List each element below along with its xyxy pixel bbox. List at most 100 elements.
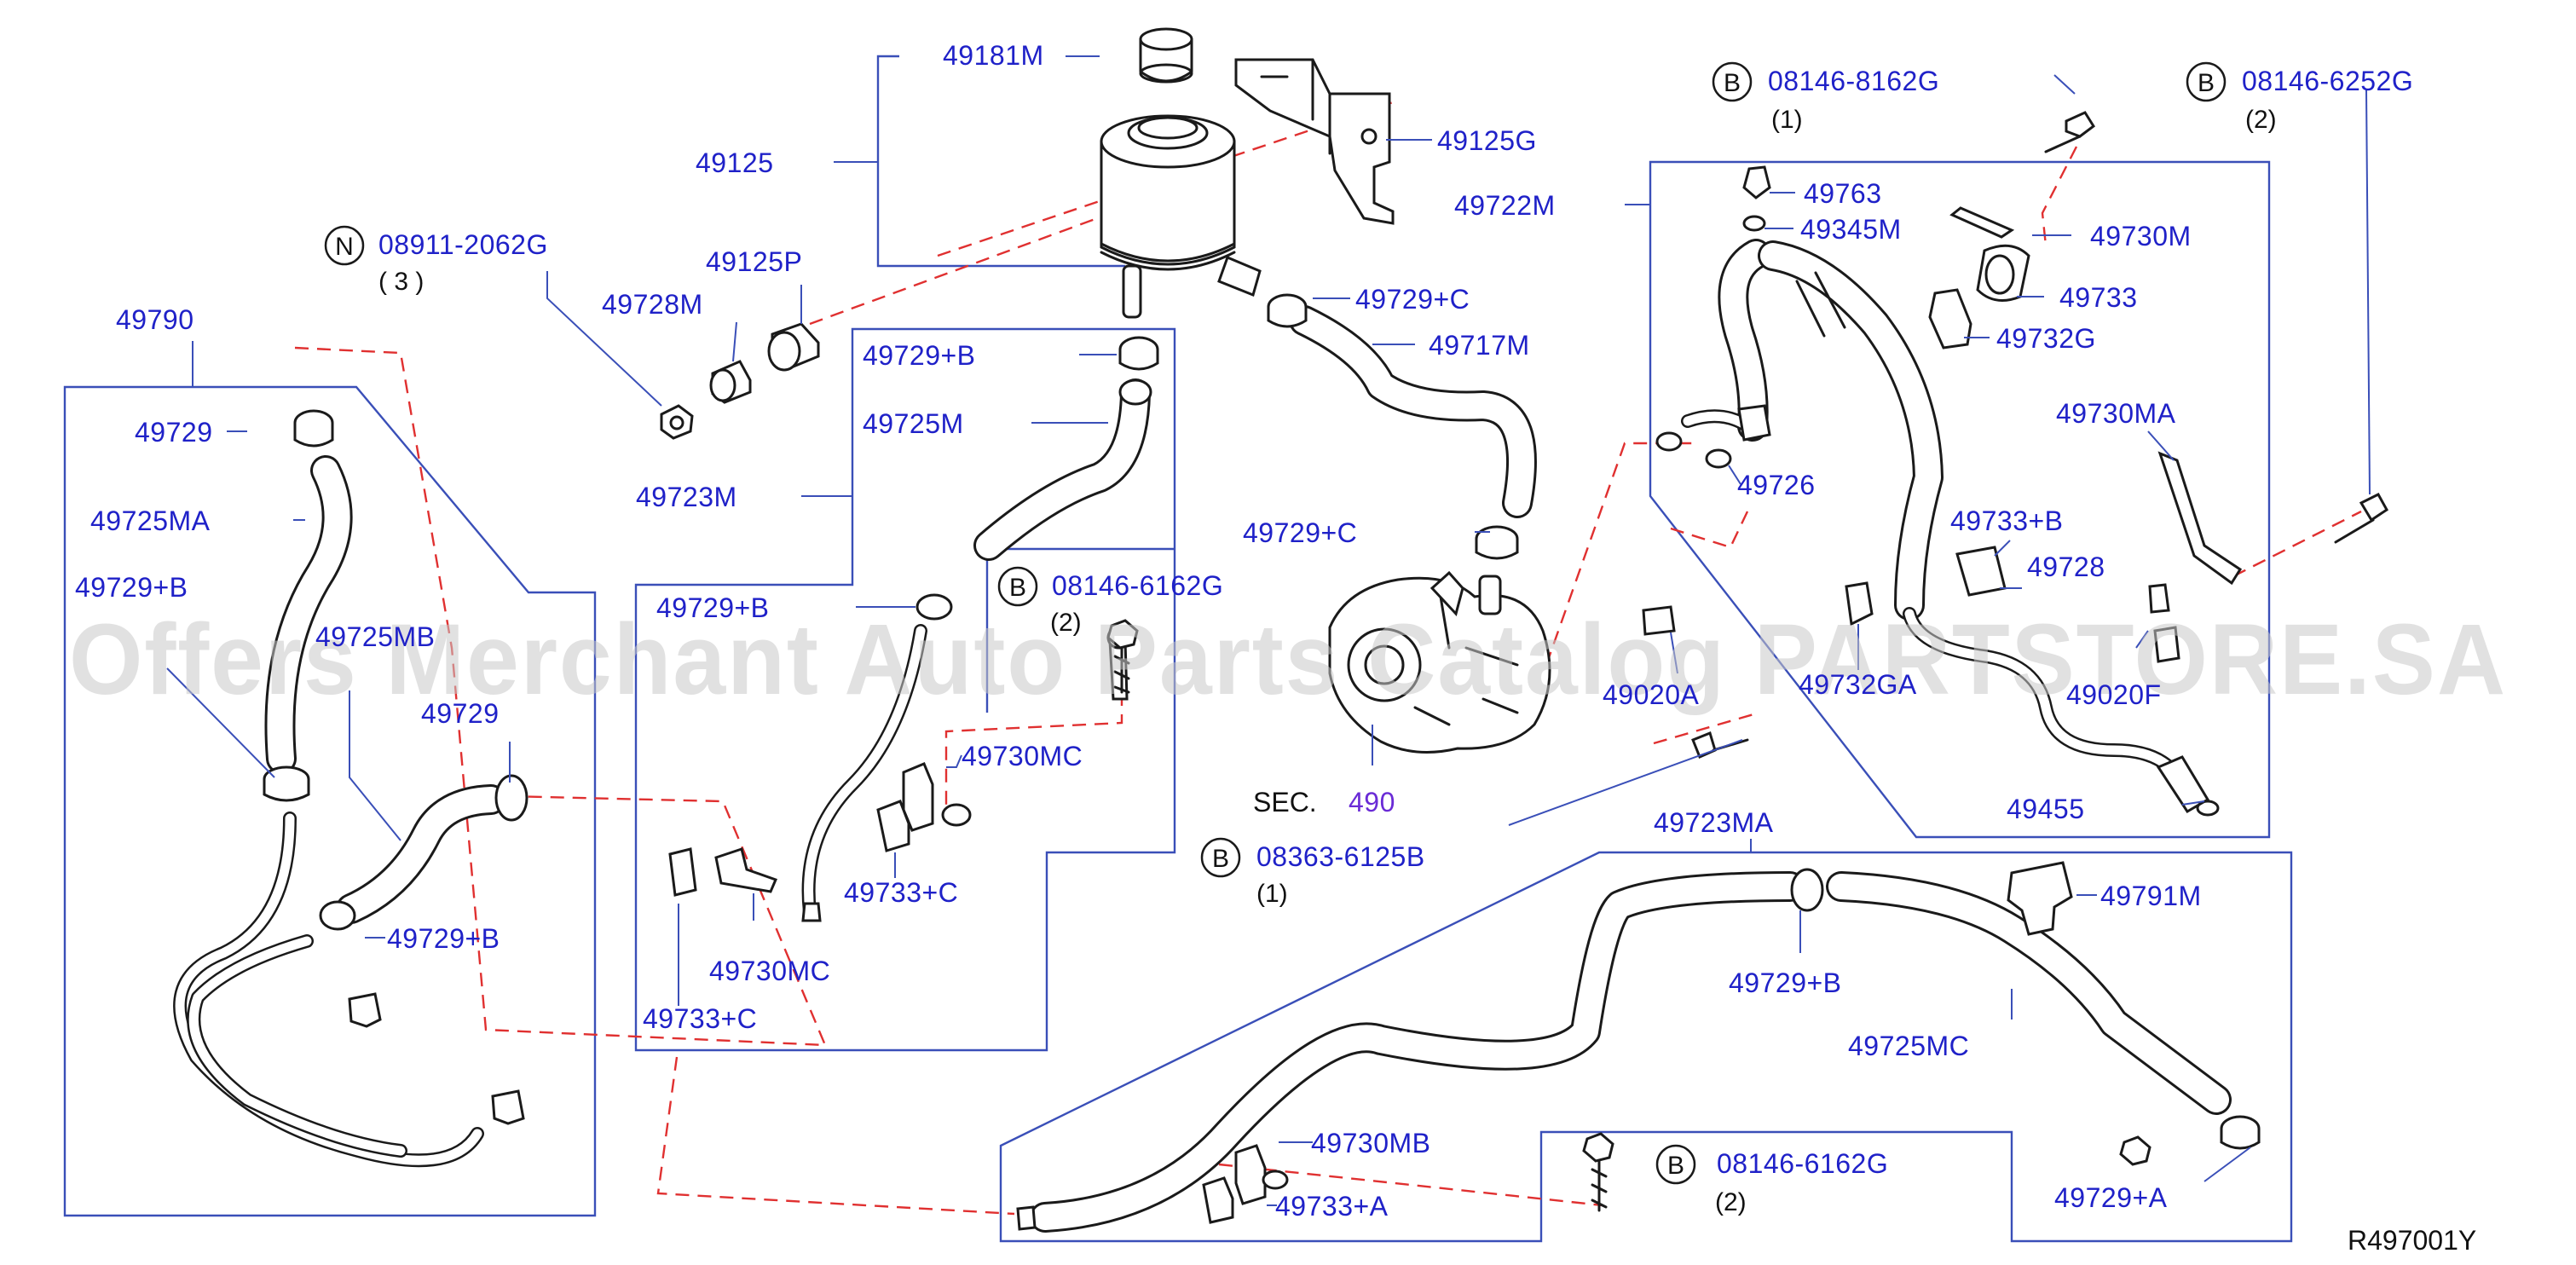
label-08911-2062G[interactable]: 08911-2062G bbox=[378, 229, 548, 260]
dash-left-loop bbox=[294, 346, 827, 1047]
label-49728[interactable]: 49728 bbox=[2027, 552, 2105, 582]
reservoir-bracket bbox=[1234, 58, 1395, 225]
grommets bbox=[660, 322, 820, 440]
label-49732G[interactable]: 49732G bbox=[1996, 323, 2096, 354]
label-49729A[interactable]: 49729+A bbox=[2054, 1182, 2168, 1213]
label-49729B-left[interactable]: 49729+B bbox=[75, 572, 188, 603]
reservoir-body bbox=[1100, 114, 1262, 319]
label-49729-left[interactable]: 49729 bbox=[135, 417, 212, 448]
dash-49726 bbox=[1670, 511, 1749, 549]
label-49723MA[interactable]: 49723MA bbox=[1654, 807, 1774, 838]
label-08146-6162G-mid[interactable]: 08146-6162G bbox=[1052, 570, 1223, 601]
label-49790[interactable]: 49790 bbox=[116, 304, 193, 335]
bottom-hose bbox=[1016, 861, 2261, 1233]
qty-08911: ( 3 ) bbox=[378, 268, 424, 296]
frame-49723M bbox=[634, 327, 1176, 1052]
dash-bolt-low bbox=[1218, 1163, 1603, 1207]
label-49733C-a[interactable]: 49733+C bbox=[844, 877, 958, 908]
qty-08146-6162G-mid: (2) bbox=[1050, 609, 1082, 637]
label-49730MC-b[interactable]: 49730MC bbox=[709, 956, 830, 986]
svg-text:N: N bbox=[335, 233, 354, 261]
dash-grommet bbox=[809, 206, 1126, 326]
dash-pump-fitting bbox=[1545, 442, 1693, 666]
label-49455[interactable]: 49455 bbox=[2007, 794, 2084, 824]
qty-08363: (1) bbox=[1256, 880, 1288, 908]
leader-lines bbox=[166, 55, 2371, 1206]
label-49729B-right[interactable]: 49729+B bbox=[1729, 968, 1842, 998]
label-49733B[interactable]: 49733+B bbox=[1950, 505, 2064, 536]
svg-text:B: B bbox=[1667, 1152, 1684, 1180]
dash-mid-clamp bbox=[944, 692, 1123, 817]
svg-text:B: B bbox=[1724, 69, 1741, 97]
dash-49730MA bbox=[2232, 510, 2362, 578]
label-49729-mid[interactable]: 49729 bbox=[421, 698, 499, 729]
label-49733A[interactable]: 49733+A bbox=[1275, 1191, 1389, 1222]
qty-08146-8162G: (1) bbox=[1771, 106, 1803, 134]
sec-prefix: SEC. bbox=[1253, 787, 1317, 817]
label-49725MB[interactable]: 49725MB bbox=[315, 621, 435, 652]
label-49729C-low[interactable]: 49729+C bbox=[1243, 517, 1357, 548]
label-49729B-lower[interactable]: 49729+B bbox=[387, 923, 500, 954]
label-49717M[interactable]: 49717M bbox=[1429, 330, 1530, 361]
badge-08146-6252G: B bbox=[2186, 61, 2227, 102]
frame-49790 bbox=[63, 385, 597, 1217]
svg-text:B: B bbox=[1009, 574, 1026, 602]
qty-08146-6252G: (2) bbox=[2245, 106, 2277, 134]
label-49763[interactable]: 49763 bbox=[1804, 178, 1881, 209]
label-49729C-top[interactable]: 49729+C bbox=[1355, 284, 1470, 315]
dash-bottom-line bbox=[656, 1056, 1015, 1216]
pressure-hose bbox=[1642, 111, 2388, 817]
bolts bbox=[1106, 619, 2151, 1212]
label-08146-8162G[interactable]: 08146-8162G bbox=[1768, 66, 1939, 96]
badge-08146-6162G-low: B bbox=[1655, 1144, 1696, 1185]
label-08146-6162G-low[interactable]: 08146-6162G bbox=[1717, 1148, 1888, 1179]
qty-08146-6162G-low: (2) bbox=[1715, 1188, 1747, 1216]
label-49732GA[interactable]: 49732GA bbox=[1799, 669, 1917, 700]
badge-08363: B bbox=[1200, 837, 1241, 878]
label-08363-6125B[interactable]: 08363-6125B bbox=[1256, 841, 1425, 872]
parts-artwork bbox=[173, 27, 2388, 1233]
drawing-ref-code: R497001Y bbox=[2348, 1225, 2476, 1256]
sec-490-link[interactable]: 490 bbox=[1349, 787, 1395, 817]
badge-08146-8162G: B bbox=[1712, 61, 1753, 102]
frame-49723MA bbox=[999, 851, 2293, 1243]
label-49791M[interactable]: 49791M bbox=[2100, 881, 2202, 911]
label-49730MB[interactable]: 49730MB bbox=[1311, 1128, 1430, 1158]
svg-text:B: B bbox=[1212, 845, 1229, 873]
svg-text:B: B bbox=[2198, 69, 2215, 97]
dash-49020A bbox=[1653, 711, 1760, 745]
power-steering-pump bbox=[1328, 570, 1551, 754]
label-49733C-b[interactable]: 49733+C bbox=[643, 1003, 757, 1034]
label-49125G[interactable]: 49125G bbox=[1437, 125, 1537, 156]
reservoir-cap bbox=[1139, 27, 1193, 84]
label-49733[interactable]: 49733 bbox=[2059, 282, 2137, 313]
label-49125P[interactable]: 49125P bbox=[706, 246, 802, 277]
label-49345M[interactable]: 49345M bbox=[1800, 214, 1902, 245]
label-49730M[interactable]: 49730M bbox=[2090, 221, 2192, 251]
label-08146-6252G[interactable]: 08146-6252G bbox=[2242, 66, 2413, 96]
label-49125[interactable]: 49125 bbox=[696, 147, 773, 178]
quantity-labels: ( 3 ) (2) (1) (1) (2) (2) bbox=[378, 106, 2277, 1216]
label-49020A[interactable]: 49020A bbox=[1603, 679, 1699, 710]
label-49181M[interactable]: 49181M bbox=[943, 40, 1044, 71]
label-49728M[interactable]: 49728M bbox=[602, 289, 703, 320]
watermark-text: Offers Merchant Auto Parts Catalog PARTS… bbox=[69, 604, 2507, 716]
label-49723M[interactable]: 49723M bbox=[636, 482, 737, 512]
label-49729B-mid[interactable]: 49729+B bbox=[656, 592, 770, 623]
label-49725M[interactable]: 49725M bbox=[863, 408, 964, 439]
label-49730MA[interactable]: 49730MA bbox=[2056, 398, 2176, 429]
left-hoses bbox=[173, 409, 528, 1168]
fastener-badges: N B B B B B bbox=[324, 61, 2227, 1185]
label-49730MC-a[interactable]: 49730MC bbox=[962, 741, 1083, 771]
part-labels: 49181M 49125 49125G 49125P 49728M 08911-… bbox=[75, 40, 2413, 1222]
label-49725MA[interactable]: 49725MA bbox=[90, 505, 211, 536]
label-49725MC[interactable]: 49725MC bbox=[1848, 1031, 1969, 1061]
frame-49722M bbox=[1649, 160, 2271, 839]
label-49020F[interactable]: 49020F bbox=[2066, 679, 2162, 710]
label-49726[interactable]: 49726 bbox=[1737, 470, 1815, 500]
badge-08911: N bbox=[324, 225, 365, 266]
label-49729B-top[interactable]: 49729+B bbox=[863, 340, 976, 371]
badge-08146-6162G-mid: B bbox=[997, 566, 1038, 607]
label-49722M[interactable]: 49722M bbox=[1454, 190, 1556, 221]
